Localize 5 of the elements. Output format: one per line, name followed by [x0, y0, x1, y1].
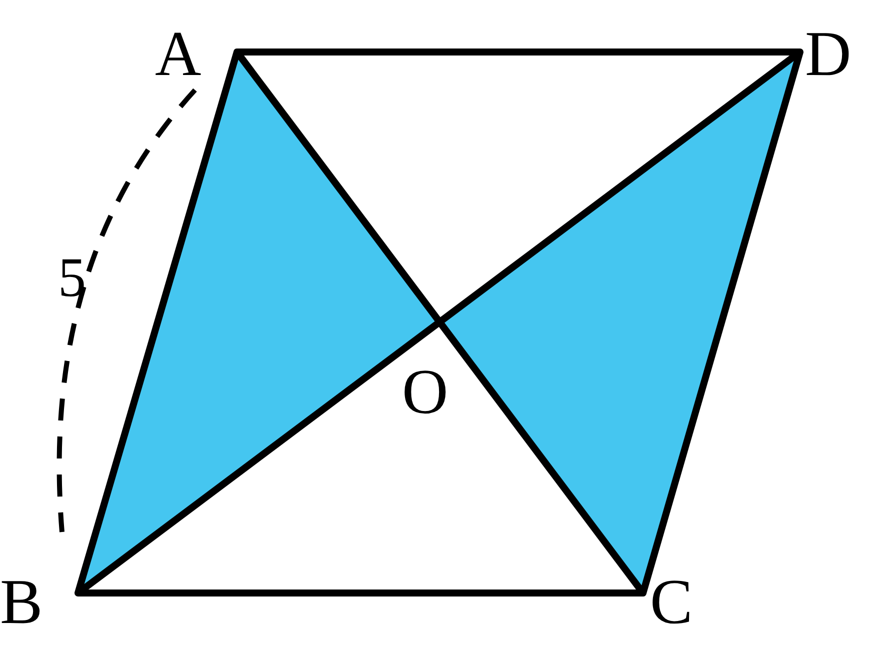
vertex-label: D [805, 22, 852, 86]
vertex-label: C [650, 570, 693, 634]
vertex-label: B [0, 570, 43, 634]
vertex-label: A [155, 22, 202, 86]
vertex-label: O [402, 360, 448, 424]
